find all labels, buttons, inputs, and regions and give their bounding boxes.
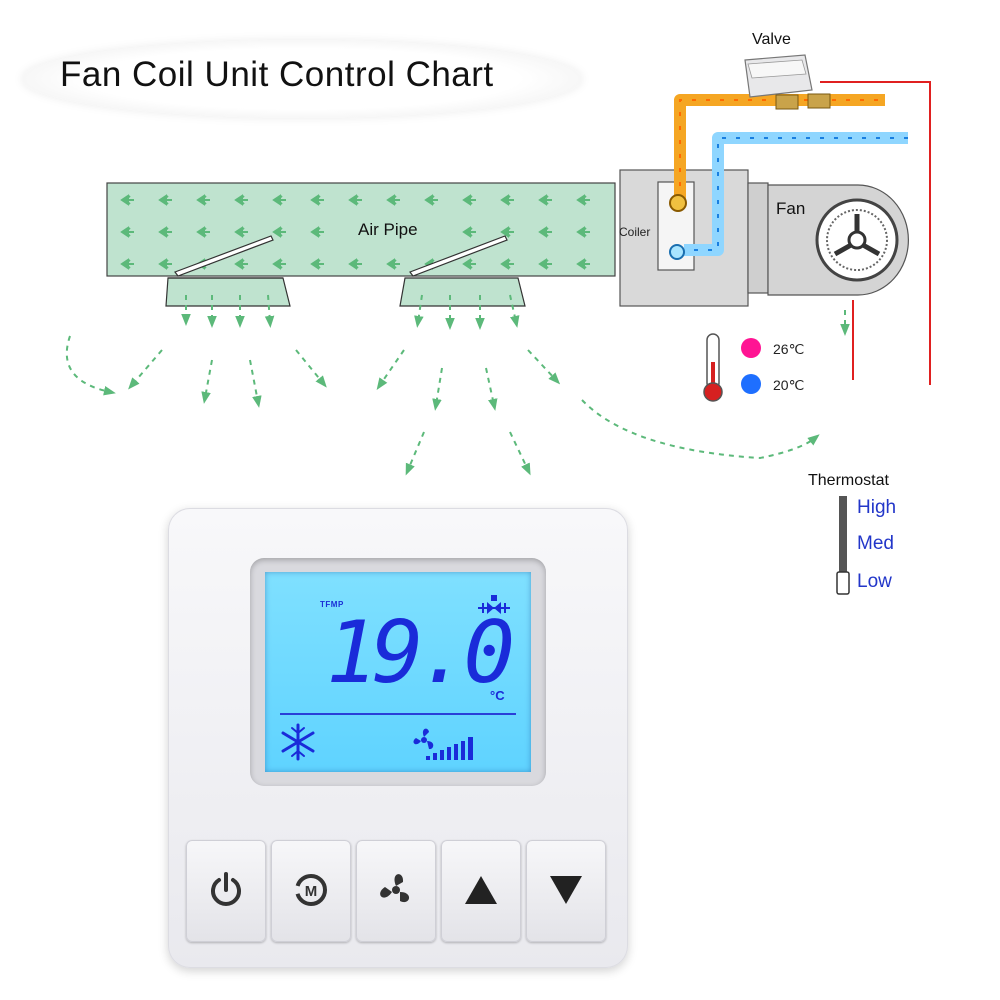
snowflake-icon: [281, 723, 315, 761]
mode-button[interactable]: M: [271, 840, 351, 942]
air-arrow: [462, 258, 476, 270]
cold-water-pipe: [684, 132, 908, 256]
air-arrow: [310, 226, 324, 238]
air-arrow: [348, 258, 362, 270]
air-arrow: [462, 226, 476, 238]
fan-speed-button[interactable]: [356, 840, 436, 942]
lcd-screen: [265, 572, 531, 772]
speed-slider: [836, 496, 850, 595]
air-arrow: [538, 194, 552, 206]
air-arrow: [386, 258, 400, 270]
air-arrow: [120, 194, 134, 206]
cold-temp-dot: [741, 374, 761, 394]
temperature-unit: °C: [490, 688, 505, 703]
control-wire: [820, 81, 931, 385]
air-arrow: [500, 258, 514, 270]
valve-label: Valve: [752, 31, 791, 48]
up-button[interactable]: [441, 840, 521, 942]
triangle-up-icon: [465, 876, 497, 904]
coiler-housing: [619, 169, 769, 307]
fan-speed-indicator: [413, 728, 473, 760]
damper-right: [399, 235, 526, 307]
page-title: Fan Coil Unit Control Chart: [60, 55, 494, 94]
hot-temp-dot: [741, 338, 761, 358]
air-pipe: [106, 182, 616, 277]
cold-temp-label: 20℃: [773, 377, 805, 393]
air-arrow: [272, 226, 286, 238]
air-arrow: [234, 194, 248, 206]
air-arrow: [196, 194, 210, 206]
svg-text:M: M: [305, 883, 318, 900]
hot-temp-label: 26℃: [773, 341, 805, 357]
speed-low-label: Low: [857, 571, 892, 592]
air-arrow: [348, 194, 362, 206]
coiler-label: Coiler: [619, 225, 651, 239]
fan-housing: [767, 184, 910, 296]
damper-left: [165, 235, 291, 307]
speed-med-label: Med: [857, 533, 894, 554]
mode-m-icon: M: [295, 874, 327, 906]
thermometer-icon: [703, 333, 723, 402]
air-pipe-label: Air Pipe: [358, 220, 418, 239]
fan-label: Fan: [776, 199, 806, 218]
air-arrow: [234, 226, 248, 238]
air-arrow: [120, 226, 134, 238]
air-arrow: [272, 194, 286, 206]
power-button[interactable]: [186, 840, 266, 942]
title-banner: [22, 40, 582, 118]
airflow-arrows: [65, 294, 850, 476]
air-arrow: [310, 194, 324, 206]
air-arrow: [424, 194, 438, 206]
hot-water-port: [669, 194, 687, 212]
speed-bars: [426, 737, 473, 760]
power-icon: [211, 872, 241, 906]
air-arrow: [386, 194, 400, 206]
air-arrow: [538, 226, 552, 238]
speed-high-label: High: [857, 497, 897, 518]
air-arrow: [158, 194, 172, 206]
air-arrow: [158, 226, 172, 238]
cold-water-port: [669, 244, 685, 260]
air-arrow: [158, 258, 172, 270]
down-button[interactable]: [526, 840, 606, 942]
air-arrow: [234, 258, 248, 270]
air-arrow: [120, 258, 134, 270]
lcd-mode-label: TFMP: [320, 600, 344, 609]
air-arrow: [272, 258, 286, 270]
air-arrow: [462, 194, 476, 206]
thermostat-label: Thermostat: [808, 472, 889, 489]
air-arrow: [500, 194, 514, 206]
fan-icon: [380, 874, 410, 903]
fan-icon: [413, 728, 434, 750]
speed-slider-knob: [836, 571, 850, 595]
valve-icon: [744, 54, 831, 110]
valve-icon: [478, 595, 510, 614]
fan-coil-diagram: [65, 54, 931, 476]
air-arrow: [500, 226, 514, 238]
air-arrow: [196, 226, 210, 238]
lcd-divider: [280, 713, 516, 715]
air-arrow: [576, 258, 590, 270]
air-pipe-arrows: [120, 194, 590, 270]
triangle-down-icon: [550, 876, 582, 904]
air-arrow: [538, 258, 552, 270]
air-arrow: [576, 194, 590, 206]
air-arrow: [576, 226, 590, 238]
air-arrow: [310, 258, 324, 270]
temperature-reading: 19.0: [326, 603, 515, 703]
